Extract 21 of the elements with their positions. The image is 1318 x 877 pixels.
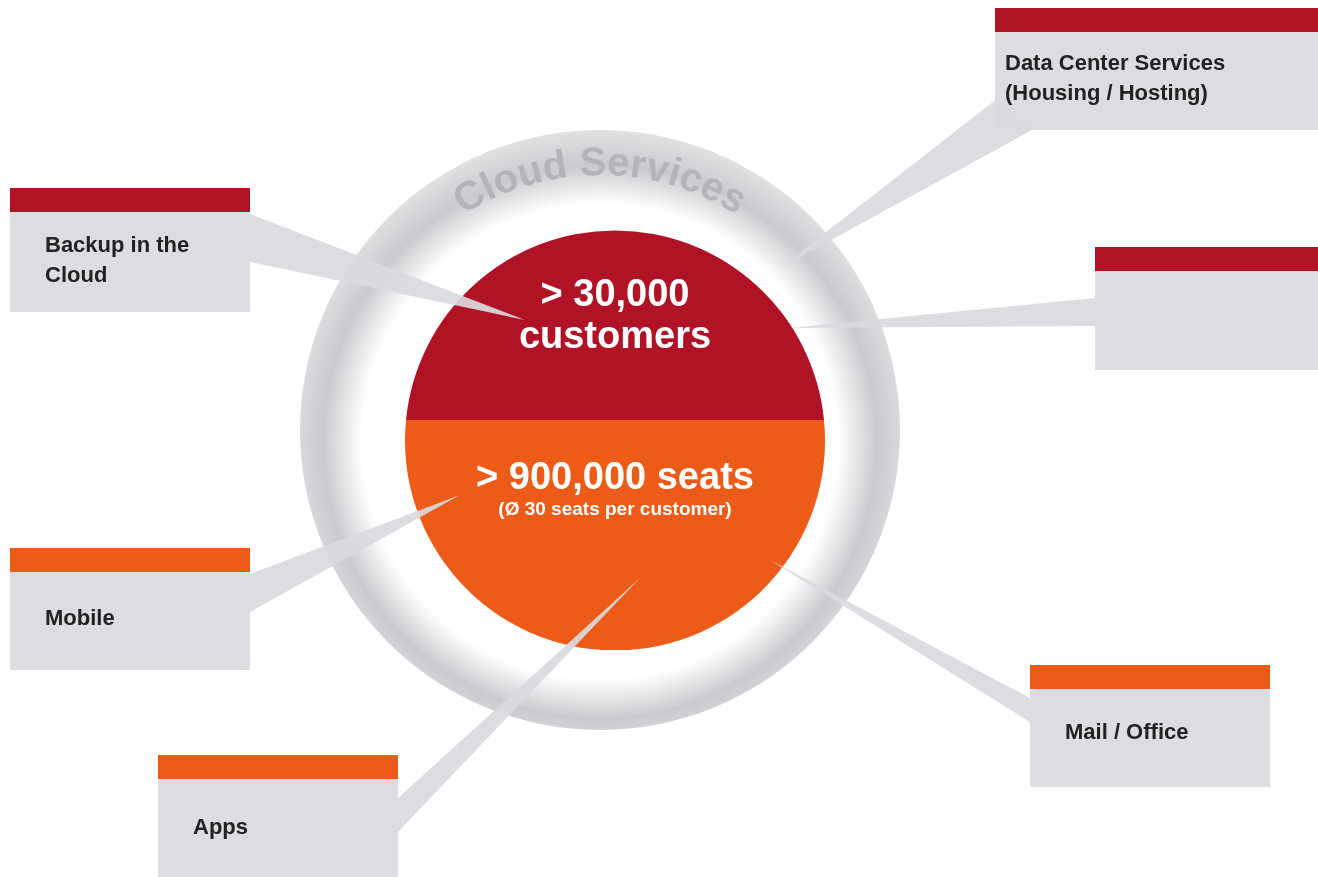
segment-text: > 900,000 seats (475, 455, 755, 497)
callout-text: Backup in the Cloud (45, 231, 191, 289)
callout-text: Data Center Services (Housing / Hosting) (1005, 49, 1227, 107)
callout-text: Apps (193, 813, 249, 841)
lower-circle-segment (405, 420, 825, 650)
callout-text: Mail / Office (1065, 718, 1190, 746)
leader-wedge (250, 495, 460, 612)
leader-wedge (250, 214, 525, 320)
upper-circle-segment (405, 230, 825, 420)
callout-box (10, 548, 250, 670)
segment-text: > 30,000 customers (517, 272, 713, 356)
segment-subtext: (Ø 30 seats per customer) (497, 497, 733, 521)
callout-box (1030, 665, 1270, 787)
callout-text: Mobile (45, 604, 116, 632)
callout-box (1095, 247, 1318, 370)
callout-box (10, 188, 250, 312)
callout-box (158, 755, 398, 877)
callout-box (995, 8, 1318, 130)
leader-wedge (398, 578, 640, 832)
leader-wedge (780, 98, 1032, 268)
leader-wedge (770, 560, 1030, 722)
